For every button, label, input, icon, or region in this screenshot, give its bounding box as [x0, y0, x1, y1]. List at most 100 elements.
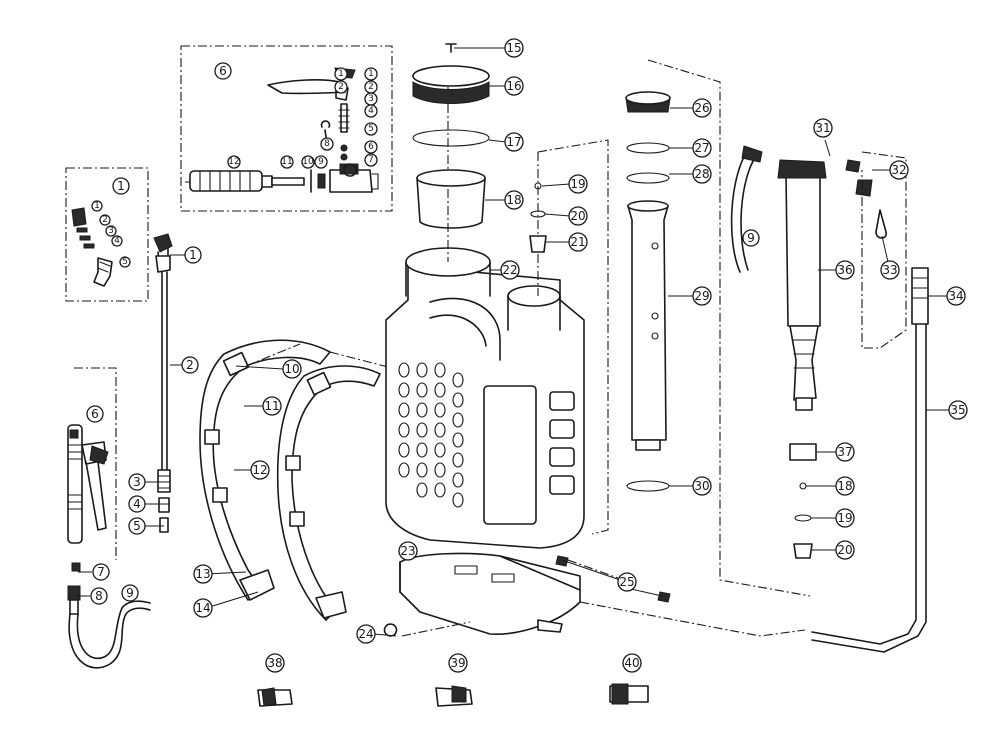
- svg-text:5: 5: [133, 519, 141, 533]
- svg-text:29: 29: [694, 289, 709, 303]
- svg-text:1: 1: [338, 69, 344, 79]
- svg-text:17: 17: [506, 135, 521, 149]
- callout-3: 3: [128, 473, 146, 491]
- svg-text:20: 20: [570, 209, 585, 223]
- svg-text:22: 22: [502, 263, 517, 277]
- pump-cylinder: [625, 59, 811, 597]
- svg-text:14: 14: [195, 601, 210, 615]
- svg-text:8: 8: [324, 139, 330, 149]
- callout-38: 38: [265, 653, 285, 673]
- callout-9-hose: 9: [121, 584, 139, 602]
- lid-parts: [412, 43, 490, 229]
- callout-40: 40: [622, 653, 642, 673]
- callout-valve-4: 4: [364, 104, 378, 118]
- callout-8: 8: [90, 587, 108, 605]
- svg-text:11: 11: [281, 157, 292, 167]
- svg-text:1: 1: [368, 69, 374, 79]
- svg-text:1: 1: [94, 201, 100, 211]
- callout-37: 37: [835, 442, 855, 462]
- svg-text:25: 25: [619, 575, 634, 589]
- callout-32: 32: [889, 160, 909, 180]
- svg-text:37: 37: [837, 445, 852, 459]
- svg-text:18: 18: [837, 479, 852, 493]
- callout-valve-5: 5: [364, 122, 378, 136]
- callout-nozzle-2: 2: [99, 214, 111, 226]
- svg-text:19: 19: [837, 511, 852, 525]
- svg-text:13: 13: [195, 567, 210, 581]
- callout-18: 18: [504, 190, 524, 210]
- svg-text:10: 10: [284, 362, 299, 376]
- svg-text:40: 40: [624, 656, 639, 670]
- svg-text:21: 21: [570, 235, 585, 249]
- svg-text:6: 6: [368, 142, 374, 152]
- svg-text:27: 27: [694, 141, 709, 155]
- callout-23: 23: [398, 541, 418, 561]
- shoulder-straps: [199, 339, 393, 621]
- callout-34: 34: [946, 286, 966, 306]
- svg-text:24: 24: [358, 627, 373, 641]
- callout-18-pump: 18: [835, 476, 855, 496]
- svg-text:9: 9: [747, 231, 755, 245]
- callout-26: 26: [692, 98, 712, 118]
- svg-text:2: 2: [338, 82, 344, 92]
- callout-19: 19: [568, 174, 588, 194]
- lance-assembly: [74, 233, 173, 560]
- callout-13: 13: [193, 564, 213, 584]
- svg-text:1: 1: [117, 179, 125, 193]
- callout-20-pump: 20: [835, 540, 855, 560]
- callout-16: 16: [504, 76, 524, 96]
- callout-valve-6: 6: [364, 140, 378, 154]
- callout-valve-8: 8: [320, 137, 334, 151]
- callout-valve-11: 11: [280, 155, 294, 169]
- callout-20: 20: [568, 206, 588, 226]
- callout-nozzle-1: 1: [91, 200, 103, 212]
- callout-nozzle-3: 3: [105, 225, 117, 237]
- callout-2: 2: [181, 356, 199, 374]
- svg-text:6: 6: [219, 64, 227, 78]
- callout-22: 22: [500, 260, 520, 280]
- svg-text:2: 2: [368, 82, 374, 92]
- callout-valve-1: 1: [364, 67, 378, 81]
- detail-box-valve: [180, 45, 393, 212]
- svg-text:11: 11: [264, 399, 279, 413]
- trigger-handle: [67, 424, 109, 572]
- svg-text:34: 34: [948, 289, 963, 303]
- callout-box6-2: 2: [334, 80, 348, 94]
- hose-assembly: [67, 585, 151, 669]
- callout-valve-10: 10: [301, 155, 315, 169]
- pump-handle-assembly: [730, 145, 929, 653]
- svg-text:2: 2: [186, 358, 194, 372]
- callout-24: 24: [356, 624, 376, 644]
- svg-text:28: 28: [694, 167, 709, 181]
- callout-11: 11: [262, 396, 282, 416]
- tank-body: [385, 70, 585, 549]
- svg-text:1: 1: [189, 248, 197, 262]
- callout-valve-9: 9: [314, 155, 328, 169]
- svg-text:4: 4: [368, 106, 374, 116]
- callout-36: 36: [835, 260, 855, 280]
- svg-text:39: 39: [450, 656, 465, 670]
- svg-text:3: 3: [133, 475, 141, 489]
- callout-30: 30: [692, 476, 712, 496]
- svg-text:16: 16: [506, 79, 521, 93]
- svg-text:31: 31: [815, 121, 830, 135]
- callout-6: 6: [86, 405, 104, 423]
- callout-29: 29: [692, 286, 712, 306]
- svg-text:15: 15: [506, 41, 521, 55]
- svg-text:38: 38: [267, 656, 282, 670]
- svg-text:35: 35: [950, 403, 965, 417]
- callout-nozzle-5: 5: [119, 256, 131, 268]
- svg-text:8: 8: [95, 589, 103, 603]
- callout-28: 28: [692, 164, 712, 184]
- callout-14: 14: [193, 598, 213, 618]
- svg-text:10: 10: [302, 157, 314, 167]
- svg-text:12: 12: [228, 157, 239, 167]
- valve-parts-19-21: [529, 139, 609, 535]
- callout-box6-1: 1: [334, 67, 348, 81]
- callout-12: 12: [250, 460, 270, 480]
- svg-text:3: 3: [368, 94, 374, 104]
- callout-4: 4: [128, 495, 146, 513]
- svg-text:5: 5: [368, 124, 374, 134]
- svg-text:9: 9: [126, 586, 134, 600]
